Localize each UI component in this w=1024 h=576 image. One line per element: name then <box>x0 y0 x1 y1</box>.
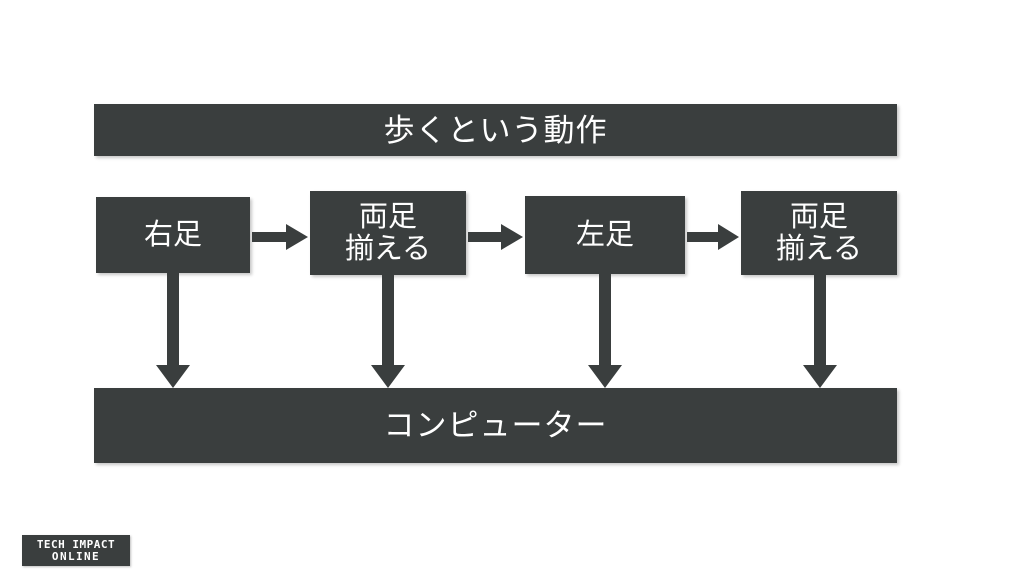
logo-line-1: TECH IMPACT <box>36 538 116 551</box>
step-box-left-foot: 左足 <box>525 196 685 274</box>
step-box-label-line: 右足 <box>143 218 202 251</box>
bottom-banner-text: コンピューター <box>383 408 608 443</box>
flow-arrow-down-icon <box>801 275 839 388</box>
step-box-right-foot: 右足 <box>96 197 250 273</box>
title-banner: 歩くという動作 <box>94 104 897 156</box>
title-text: 歩くという動作 <box>383 112 608 148</box>
flow-arrow-down-icon <box>369 275 407 388</box>
logo-line-2: ONLINE <box>51 550 101 563</box>
flow-arrow-right-icon <box>252 222 308 252</box>
flow-arrow-down-icon <box>586 274 624 388</box>
flow-arrow-right-icon <box>468 222 523 252</box>
step-box-both-feet-2: 両足 揃える <box>741 191 897 275</box>
step-box-label-line: 揃える <box>344 233 432 265</box>
step-box-label-line: 両足 <box>358 200 417 233</box>
flow-arrow-down-icon <box>154 273 192 388</box>
step-box-label-line: 揃える <box>775 233 863 265</box>
flow-arrow-right-icon <box>687 222 739 252</box>
step-box-both-feet-1: 両足 揃える <box>310 191 466 275</box>
step-box-label-line: 左足 <box>575 218 634 251</box>
step-box-label-line: 両足 <box>789 200 848 233</box>
tech-impact-online-logo: TECH IMPACT ONLINE <box>22 535 130 566</box>
bottom-banner-computer: コンピューター <box>94 388 897 463</box>
